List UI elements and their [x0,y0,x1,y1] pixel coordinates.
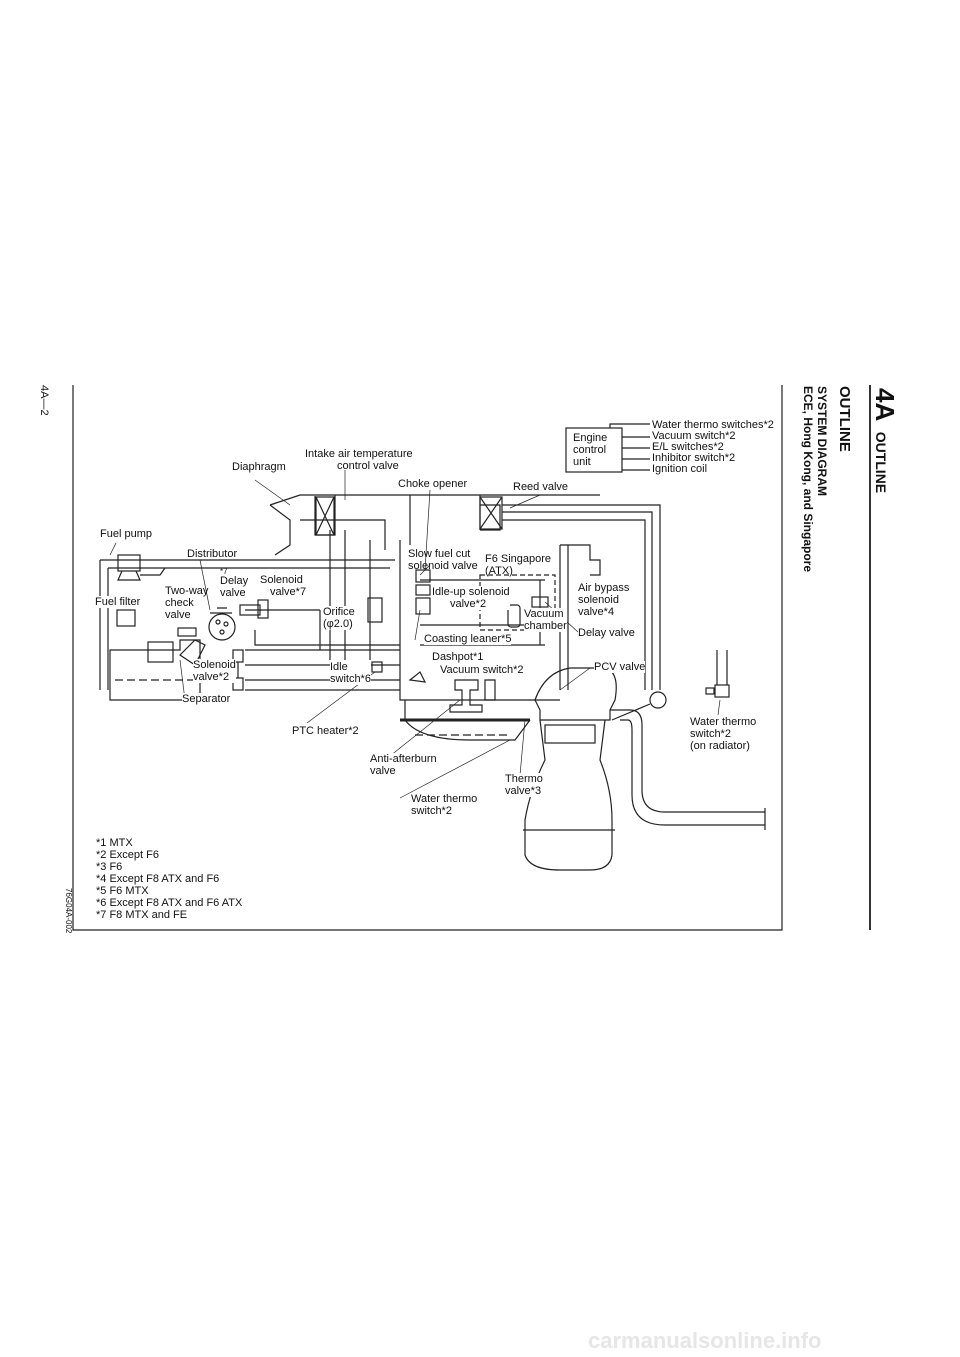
label-line: Air bypass [578,582,630,594]
label-reed-valve: Reed valve [513,481,569,493]
label-line: Water thermo [411,793,478,805]
label-line: (φ2.0) [323,618,353,630]
label-line: Slow fuel cut [408,548,471,560]
label-line: Orifice [323,606,355,618]
label-distributor: Distributor [187,548,238,560]
label-fuel-pump: Fuel pump [100,528,152,540]
ecu-input: Water thermo switches*2 [652,419,774,431]
ecu-box [565,427,623,473]
label-line: Thermo [505,773,543,785]
label-line: Anti-afterburn [370,753,437,765]
label-line: Idle-up solenoid [432,586,510,598]
ecu-input: Ignition coil [652,463,708,475]
label-dashpot: Dashpot*1 [432,651,484,663]
ecu-input: Inhibitor switch*2 [652,452,736,464]
label-choke-opener: Choke opener [398,478,468,490]
label-line: solenoid valve [408,560,478,572]
label-line: (ATX) [485,565,513,577]
label-line: Water thermo [690,716,757,728]
label-fuel-filter: Fuel filter [95,596,141,608]
label-pcv-valve: PCV valve [594,661,646,673]
ecu-input-list: Water thermo switches*2 Vacuum switch*2 … [652,419,774,475]
label-line: F6 Singapore [485,553,552,565]
footnote: *3 F6 [96,861,123,873]
header-rule [869,385,871,930]
footnote: *6 Except F8 ATX and F6 ATX [96,897,243,909]
label-ptc-heater: PTC heater*2 [292,725,359,737]
label-line: Solenoid [193,659,236,671]
label-vacuum-switch: Vacuum switch*2 [440,664,524,676]
label-diaphragm: Diaphragm [232,461,286,473]
label-line: switch*2 [411,805,452,817]
label-line: Intake air temperature [305,448,413,460]
footnote: *1 MTX [96,837,133,849]
label-line: valve*7 [270,586,307,598]
label-separator: Separator [182,693,231,705]
label-line: valve [370,765,396,777]
ecu-label: Engine control unit [573,432,607,468]
label-line: Idle [330,661,348,673]
label-line: Vacuum [524,608,564,620]
label-line: Two-way [165,585,209,597]
ecu-input: E/L switches*2 [652,441,724,453]
label-line: check [165,597,194,609]
label-line: chamber [524,620,567,632]
label-line: *7 [220,567,228,576]
label-line: Solenoid [260,574,303,586]
label-line: valve*4 [578,606,615,618]
label-f6-singapore: F6 Singapore(ATX) [485,553,551,577]
ecu-input: Vacuum switch*2 [652,430,736,442]
label-line: switch*2 [690,728,731,740]
label-delay-valve: Delay valve [578,627,635,639]
footnote: *7 F8 MTX and FE [96,909,188,921]
label-line: solenoid [578,594,619,606]
label-line: valve*2 [193,671,230,683]
label-line: valve*3 [505,785,542,797]
label-coasting-leaner: Coasting leaner*5 [424,633,512,645]
diagram-frame [72,385,783,931]
ecu-label-line: Engine [573,432,608,444]
footnote: *2 Except F6 [96,849,159,861]
label-line: (on radiator) [690,740,750,752]
label-line: Delay [220,575,249,587]
footnote: *5 F6 MTX [96,885,149,897]
label-line: control valve [337,460,399,472]
label-line: valve [165,609,191,621]
label-line: valve [220,587,246,599]
ecu-label-line: unit [573,456,591,468]
label-line: valve*2 [450,598,487,610]
footnote: *4 Except F8 ATX and F6 [96,873,220,885]
watermark: carmanualsonline.info [588,1328,822,1353]
label-line: switch*6 [330,673,371,685]
label-orifice: Orifice(φ2.0) [323,606,355,630]
ecu-label-line: control [573,444,607,456]
